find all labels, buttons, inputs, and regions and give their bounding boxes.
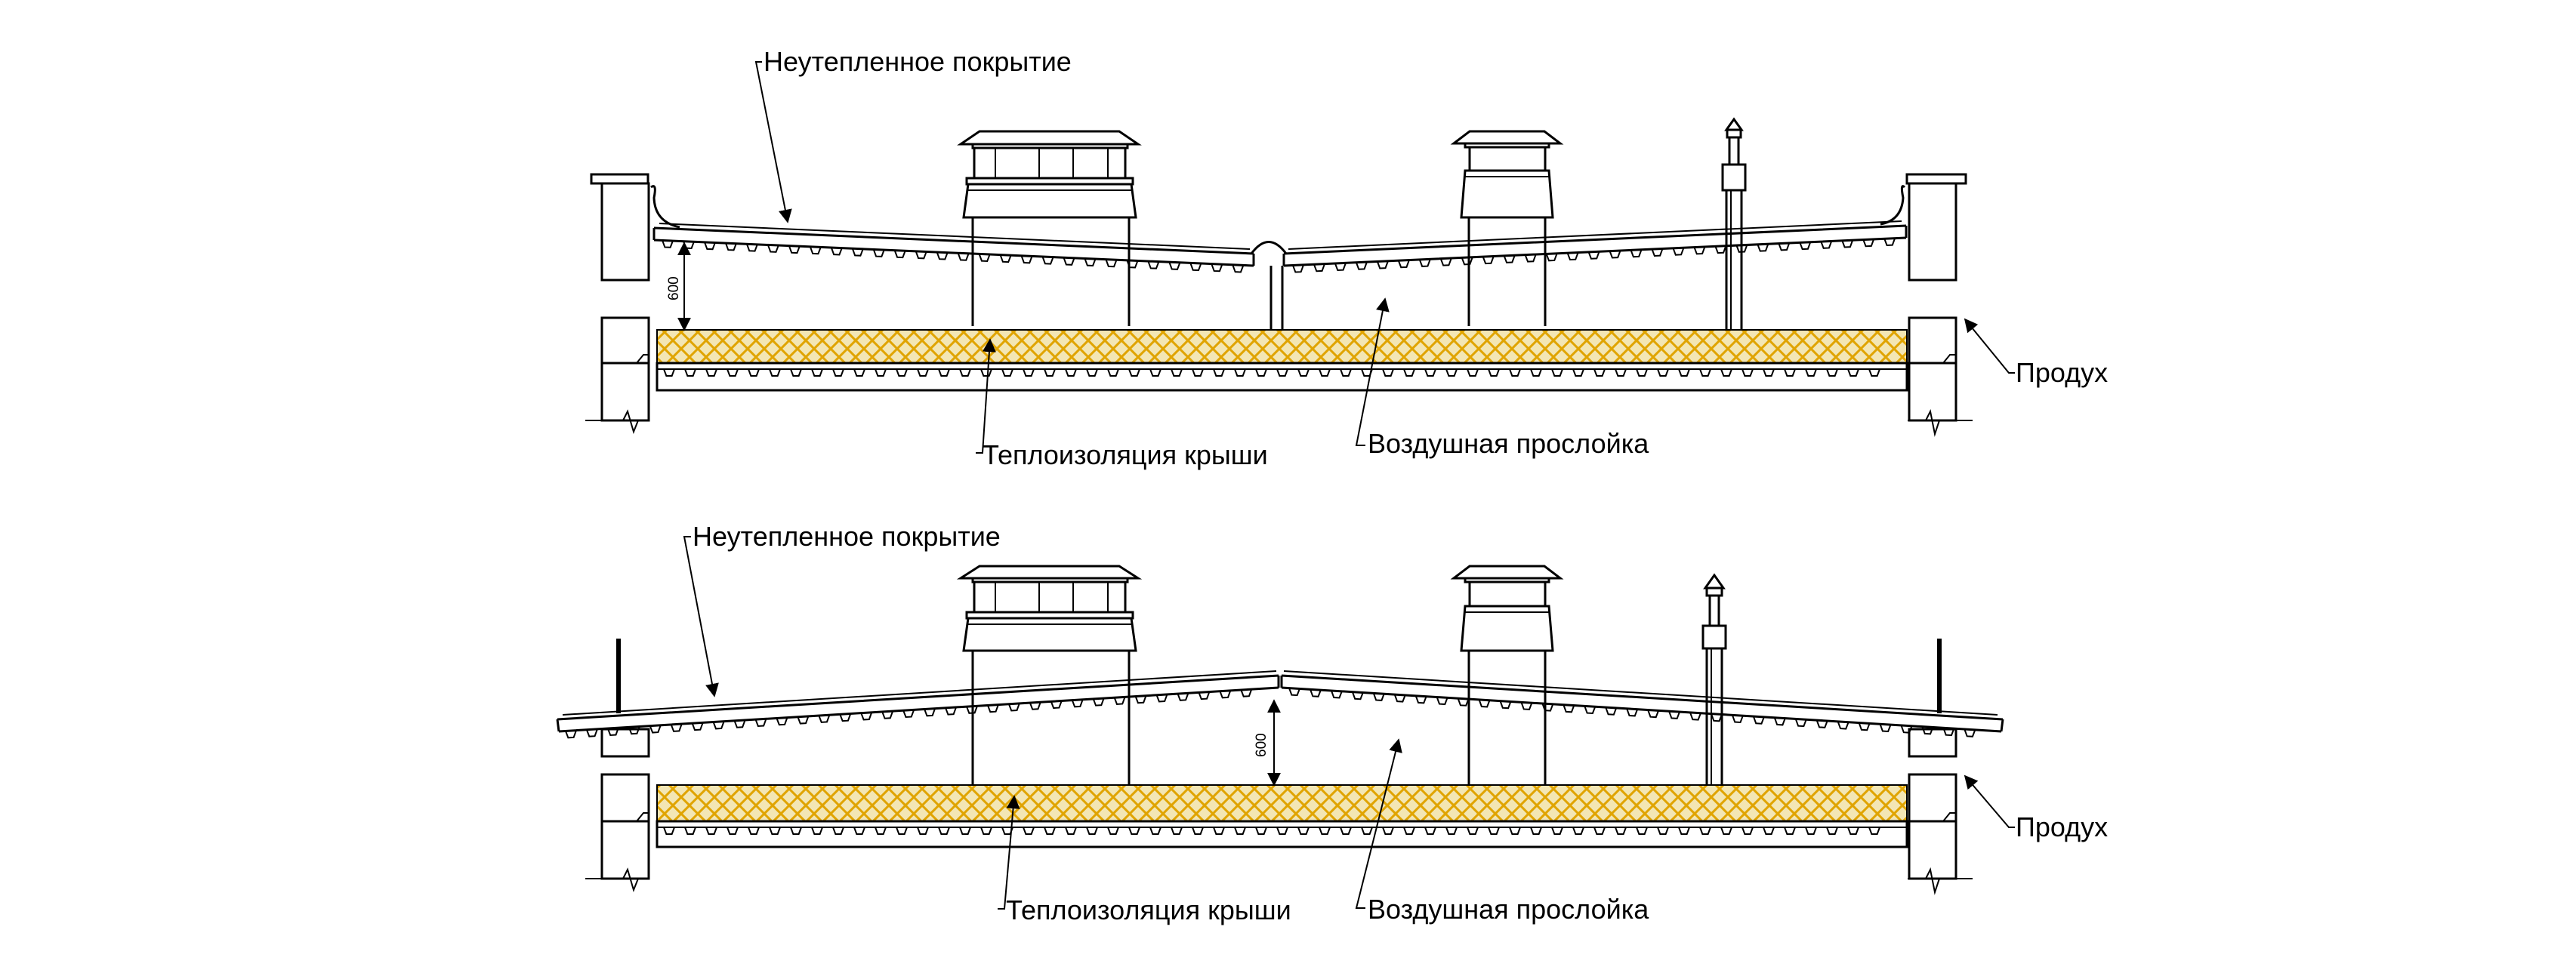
vent-pipe-top bbox=[1721, 117, 1747, 329]
vent-shaft-large-top bbox=[957, 130, 1142, 326]
ridge-cap-top bbox=[1250, 241, 1288, 254]
label-vent: Продух bbox=[2016, 357, 2108, 388]
gutter-left-top bbox=[650, 185, 680, 229]
label-air-gap: Воздушная прослойка bbox=[1368, 894, 1649, 925]
ridge-posts-top bbox=[1269, 266, 1284, 331]
insulation-layer-bottom bbox=[656, 784, 1908, 822]
covering-ribs-left-top bbox=[662, 239, 1245, 273]
label-air-gap: Воздушная прослойка bbox=[1368, 428, 1649, 459]
covering-slab-right-top bbox=[1282, 220, 1908, 267]
covering-slab-left-top bbox=[652, 223, 1255, 267]
covering-ribs-right-top bbox=[1292, 238, 1896, 273]
gutter-right-top bbox=[1880, 185, 1906, 226]
leader-covering-bottom bbox=[683, 536, 719, 697]
leader-vent-top bbox=[1964, 318, 2015, 374]
vent-shaft-medium-top bbox=[1450, 130, 1564, 326]
floor-slab-top bbox=[656, 362, 1908, 392]
label-roof-insulation: Теплоизоляция крыши bbox=[1006, 894, 1291, 925]
label-uninsulated-covering: Неутепленное покрытие bbox=[764, 46, 1072, 77]
dimension-600-bottom: 600 bbox=[1254, 699, 1281, 787]
label-vent: Продух bbox=[2016, 811, 2108, 842]
vent-pipe-bottom bbox=[1701, 573, 1727, 785]
dimension-600-top: 600 bbox=[666, 242, 691, 331]
leader-insulation-bottom bbox=[998, 795, 1020, 910]
leader-air-gap-top bbox=[1355, 297, 1390, 446]
vent-shaft-medium-bottom bbox=[1450, 565, 1564, 785]
leader-vent-bottom bbox=[1964, 774, 2015, 828]
vent-shaft-large-bottom bbox=[956, 565, 1143, 785]
right-wall-bottom bbox=[1908, 728, 1973, 895]
diagram-top: 600 Неутепленное покрытие Теплоизоляция … bbox=[585, 46, 2108, 470]
left-wall-top bbox=[585, 173, 650, 435]
leader-air-gap-bottom bbox=[1355, 738, 1402, 909]
diagram-bottom: 600 Неутепленное покрытие Теплоизоляция … bbox=[556, 521, 2108, 925]
right-wall-top bbox=[1905, 173, 1973, 437]
label-roof-insulation: Теплоизоляция крыши bbox=[983, 439, 1268, 470]
left-wall-bottom bbox=[585, 728, 650, 893]
insulation-layer-top bbox=[656, 329, 1908, 364]
floor-slab-bottom bbox=[656, 820, 1908, 848]
covering-slab-right-bottom bbox=[1280, 670, 2004, 733]
leader-insulation-top bbox=[976, 338, 996, 454]
covering-ribs-right-bottom bbox=[1288, 688, 1976, 737]
dimension-value: 600 bbox=[666, 276, 682, 300]
leader-covering-top bbox=[754, 61, 792, 223]
dimension-value: 600 bbox=[1254, 733, 1269, 757]
covering-ribs-left-bottom bbox=[565, 688, 1253, 739]
covering-slab-left-bottom bbox=[556, 670, 1280, 733]
label-uninsulated-covering: Неутепленное покрытие bbox=[693, 521, 1001, 552]
